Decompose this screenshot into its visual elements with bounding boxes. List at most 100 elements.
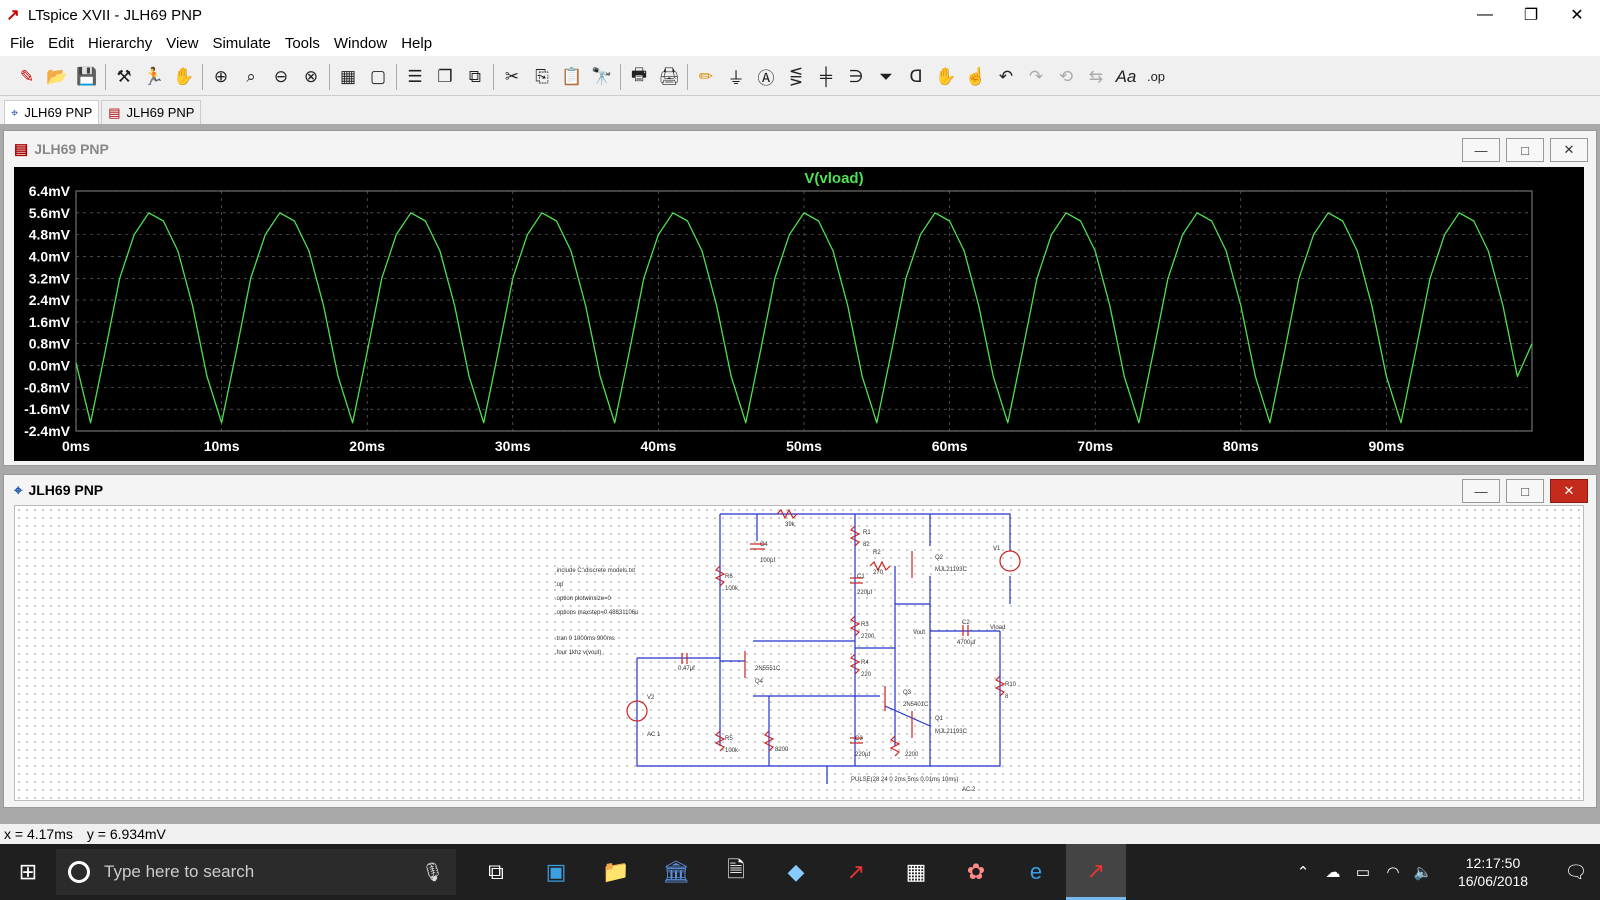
- drag-icon[interactable]: ☝: [965, 66, 987, 86]
- building-app-icon[interactable]: 🏛: [662, 859, 690, 884]
- tab-waveform[interactable]: ▤ JLH69 PNP: [101, 100, 202, 124]
- tile-horizontal-icon[interactable]: ☰: [407, 66, 423, 86]
- waveform-icon: ▤: [108, 104, 121, 120]
- toolbar: ✎ 📂 💾 ⚒ 🏃 ✋ ⊕ ⌕ ⊖ ⊗ ▦ ▢ ☰ ❐ ⧉ ✂ ⎘ 📋 🔭 🖶 …: [0, 58, 1600, 96]
- print-icon[interactable]: 🖶: [630, 65, 648, 84]
- label-net-icon[interactable]: Ⓐ: [757, 69, 775, 88]
- start-button[interactable]: ⊞: [18, 859, 38, 884]
- tile-vertical-icon[interactable]: ⧉: [468, 66, 482, 86]
- minimize-button[interactable]: —: [1477, 6, 1493, 23]
- rotate-icon[interactable]: ⟲: [1058, 66, 1074, 86]
- battery-icon[interactable]: ▭: [1355, 864, 1371, 881]
- task-view-icon[interactable]: ⧉: [488, 859, 504, 884]
- store-icon[interactable]: ▣: [545, 859, 567, 884]
- find-icon[interactable]: 🔭: [591, 66, 613, 86]
- measure-icon[interactable]: ▢: [369, 66, 387, 86]
- waveform-minimize-button[interactable]: —: [1462, 138, 1500, 162]
- menu-hierarchy[interactable]: Hierarchy: [88, 34, 153, 52]
- spice-directive-icon[interactable]: .op: [1146, 69, 1166, 84]
- new-schematic-icon[interactable]: ✎: [19, 66, 35, 86]
- component-icon[interactable]: ᗡ: [909, 66, 923, 86]
- menu-window[interactable]: Window: [333, 34, 388, 52]
- x-tick-label: 60ms: [932, 438, 968, 454]
- undo-icon[interactable]: ↶: [998, 66, 1014, 86]
- save-icon[interactable]: 💾: [76, 66, 98, 86]
- calculator-icon[interactable]: ▦: [905, 859, 927, 884]
- menu-help[interactable]: Help: [401, 34, 433, 52]
- run-icon[interactable]: 🏃: [143, 66, 165, 86]
- capacitor-icon[interactable]: ╪: [819, 66, 833, 86]
- chevron-up-icon[interactable]: ⌃: [1296, 864, 1310, 881]
- label-q3v: 2N5401C: [903, 702, 929, 708]
- edge-browser-icon[interactable]: e: [1029, 859, 1043, 884]
- waveform-close-button[interactable]: ✕: [1550, 138, 1588, 162]
- ltspice-taskbar-icon[interactable]: ↗: [846, 859, 866, 884]
- maximize-button[interactable]: ❐: [1523, 7, 1539, 24]
- cascade-icon[interactable]: ❐: [437, 66, 453, 86]
- schematic-maximize-button[interactable]: □: [1506, 479, 1544, 503]
- menu-view[interactable]: View: [166, 34, 199, 52]
- onedrive-icon[interactable]: ☁: [1325, 864, 1341, 881]
- label-r3: R3: [861, 622, 869, 628]
- cursor-y-readout: y = 6.934mV: [86, 826, 166, 842]
- label-vload: Vload: [990, 625, 1005, 631]
- volume-icon[interactable]: 🔈: [1413, 864, 1433, 881]
- taskbar-search[interactable]: Type here to search 🎙: [56, 849, 456, 895]
- wifi-icon[interactable]: ◠: [1386, 864, 1400, 881]
- file-explorer-icon[interactable]: 📁: [602, 859, 630, 884]
- taskbar-clock[interactable]: 12:17:50 16/06/2018: [1448, 854, 1538, 890]
- label-r10: R10: [1005, 682, 1017, 688]
- windows-taskbar: ⊞ Type here to search 🎙 ⧉ ▣ 📁 🏛 🗎 ◆ ↗ ▦ …: [0, 844, 1600, 900]
- tab-schematic[interactable]: ⌖ JLH69 PNP: [4, 100, 100, 124]
- cut-icon[interactable]: ✂: [504, 66, 520, 86]
- label-r5v: 100k: [725, 748, 739, 754]
- halt-icon[interactable]: ✋: [173, 66, 195, 86]
- label-r4: R4: [861, 660, 869, 666]
- window-title: LTspice XVII - JLH69 PNP: [28, 6, 202, 24]
- zoom-out-icon[interactable]: ⊖: [273, 66, 289, 86]
- schematic-drawing: 39k C4 100µf R1 82 R2 270 C1 220µf R3 27…: [555, 508, 1021, 793]
- resistor-icon[interactable]: ⋚: [788, 66, 804, 86]
- schematic-close-button[interactable]: ✕: [1550, 479, 1588, 503]
- open-icon[interactable]: 📂: [46, 66, 68, 86]
- notes-app-icon[interactable]: ◆: [787, 859, 805, 884]
- print-setup-icon[interactable]: 🖨: [658, 66, 680, 86]
- pan-icon[interactable]: ⌕: [246, 66, 256, 86]
- menu-file[interactable]: File: [10, 34, 35, 52]
- menu-edit[interactable]: Edit: [48, 34, 75, 52]
- waveform-maximize-button[interactable]: □: [1506, 138, 1544, 162]
- schematic-canvas[interactable]: 39k C4 100µf R1 82 R2 270 C1 220µf R3 27…: [14, 505, 1584, 801]
- draw-wire-icon[interactable]: ✏: [698, 66, 714, 86]
- label-pulse: PULSE(28 24 0 2ms 5ms 0.01ms 10ms): [851, 777, 958, 783]
- ground-icon[interactable]: ⏚: [727, 69, 745, 88]
- directive-include: .include C:\discrete models.txt: [555, 568, 635, 574]
- autorange-icon[interactable]: ▦: [339, 66, 357, 86]
- paste-icon[interactable]: 📋: [561, 66, 583, 86]
- notifications-icon[interactable]: 🗨: [1564, 861, 1588, 882]
- ltspice-active-icon[interactable]: ↗: [1066, 844, 1126, 900]
- control-panel-icon[interactable]: ⚒: [116, 66, 132, 86]
- move-icon[interactable]: ✋: [935, 66, 957, 86]
- zoom-in-icon[interactable]: ⊕: [213, 66, 229, 86]
- zoom-fit-icon[interactable]: ⊗: [303, 66, 319, 86]
- paint-app-icon[interactable]: ✿: [966, 859, 986, 884]
- menu-simulate[interactable]: Simulate: [212, 34, 271, 52]
- schematic-icon: ⌖: [11, 104, 19, 120]
- label-c2: C2: [962, 620, 970, 626]
- menu-tools[interactable]: Tools: [284, 34, 320, 52]
- y-tick-label: -1.6mV: [24, 401, 71, 417]
- document-icon[interactable]: 🗎: [727, 857, 745, 882]
- schematic-minimize-button[interactable]: —: [1462, 479, 1500, 503]
- diode-icon[interactable]: ⏷: [879, 66, 893, 86]
- inductor-icon[interactable]: ∋: [848, 66, 864, 86]
- mirror-icon[interactable]: ⇆: [1088, 66, 1104, 86]
- label-q2: Q2: [935, 555, 944, 561]
- text-icon[interactable]: Aa: [1115, 66, 1137, 86]
- directive-op: ;op: [555, 582, 564, 588]
- x-tick-label: 80ms: [1223, 438, 1259, 454]
- microphone-icon[interactable]: 🎙: [421, 861, 444, 882]
- redo-icon[interactable]: ↷: [1028, 66, 1044, 86]
- copy-icon[interactable]: ⎘: [535, 66, 549, 86]
- close-button[interactable]: ✕: [1570, 7, 1584, 24]
